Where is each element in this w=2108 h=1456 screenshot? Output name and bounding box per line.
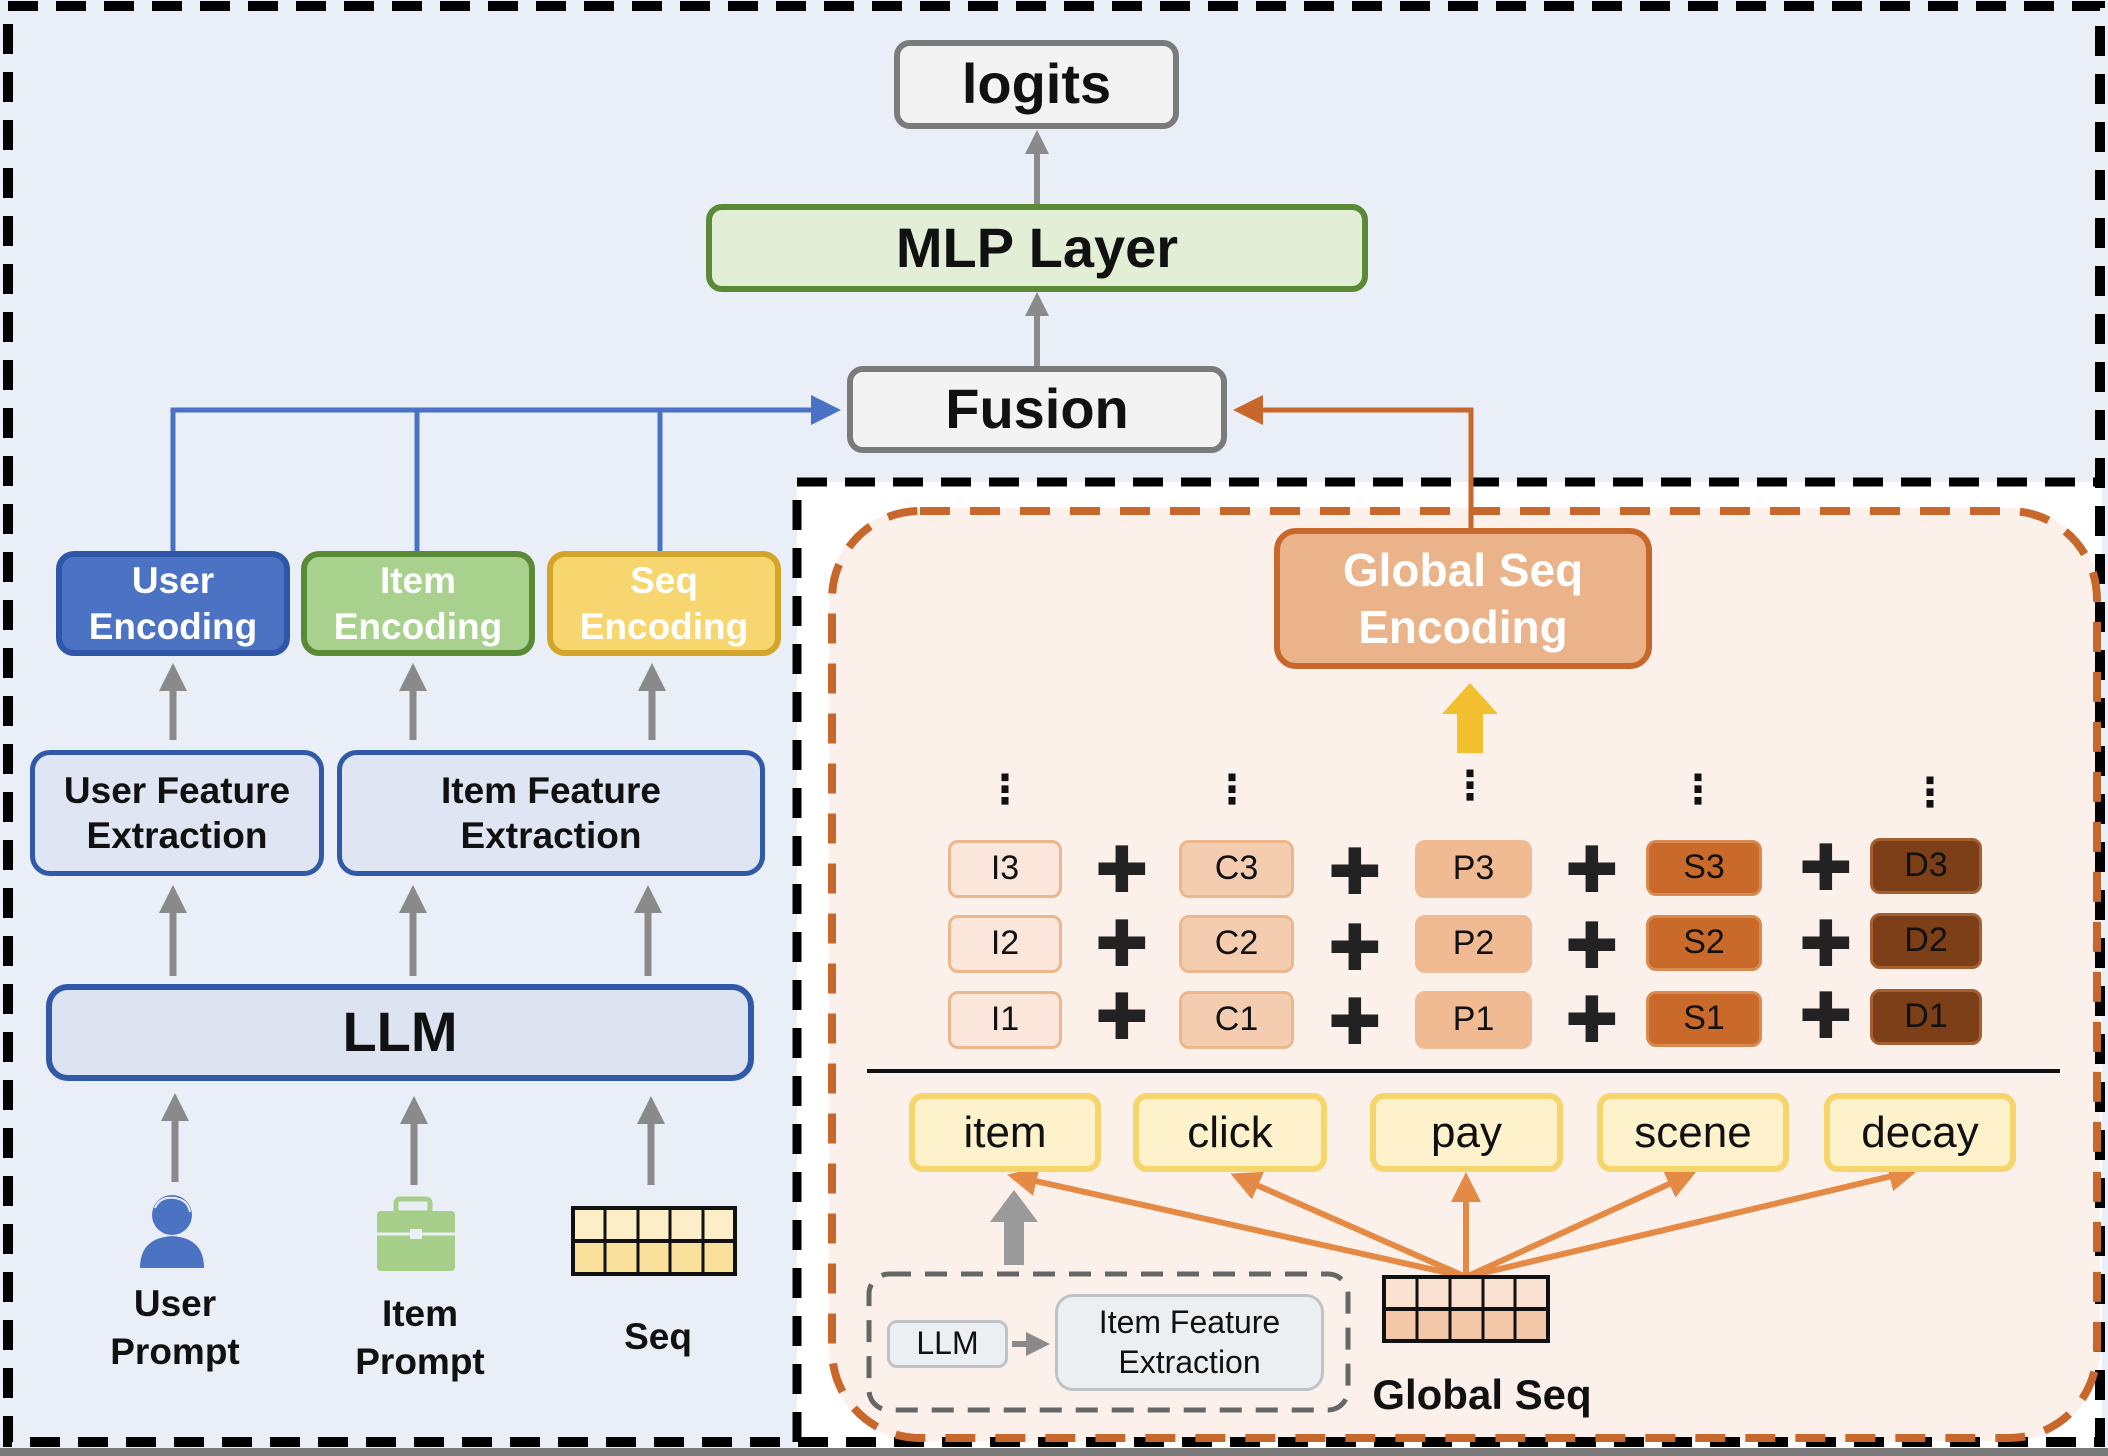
gray-up-arrow [990,1190,1038,1265]
fusion-label: Fusion [945,377,1129,441]
fan-arrows [1007,1161,1919,1280]
token-P1: P1 [1415,991,1532,1049]
feature-click: click [1133,1093,1327,1172]
inner-ife-line2: Extraction [1118,1343,1261,1380]
token-S3: S3 [1646,840,1762,896]
feature-decay: decay [1824,1093,2016,1172]
ellipsis-D: ⋮ [1910,771,1950,815]
seq-grid-icon [571,1206,737,1276]
feature-item: item [909,1093,1101,1172]
item-encoding-line1: Item [379,560,457,602]
fusion-box: Fusion [847,366,1227,453]
user-encoding-line1: User [131,560,215,602]
plus-r2-1: ✚ [1095,908,1149,980]
briefcase-icon [377,1196,455,1271]
plus-r3-2: ✚ [1328,836,1382,908]
item-prompt-line1: Item [381,1293,459,1334]
plus-r2-4: ✚ [1799,908,1853,980]
token-I2: I2 [948,915,1062,973]
plus-r1-4: ✚ [1799,980,1853,1052]
feature-scene: scene [1597,1093,1789,1172]
llm-box: LLM [46,984,754,1081]
ellipsis-P: ⋮ [1450,764,1490,808]
logits-box: logits [894,40,1179,129]
blue-connector [170,410,836,551]
ellipsis-C: ⋮ [1212,768,1252,812]
global-seq-grid-icon [1382,1275,1550,1343]
token-C3: C3 [1179,840,1294,898]
token-D2: D2 [1870,913,1982,969]
plus-r3-3: ✚ [1565,834,1619,906]
plus-r1-3: ✚ [1565,984,1619,1056]
feature-pay: pay [1370,1093,1563,1172]
item-fe-line1: Item Feature [440,769,661,811]
token-C1: C1 [1179,991,1294,1049]
user-fe-line1: User Feature [63,769,291,811]
orange-connector [1233,395,1474,528]
user-icon [140,1195,204,1268]
item-encoding-line2: Encoding [333,605,503,647]
item-fe-line2: Extraction [460,815,642,856]
token-D3: D3 [1870,838,1982,894]
user-prompt-line1: User [133,1283,217,1324]
ellipsis-S: ⋮ [1678,768,1718,812]
gse-line1: Global Seq [1342,544,1584,597]
user-encoding-line2: Encoding [88,605,258,647]
gse-line2: Encoding [1358,600,1568,653]
llm-label: LLM [342,1000,458,1064]
token-I3: I3 [948,840,1062,898]
global-seq-label: Global Seq [1372,1371,1592,1418]
user-fe-line2: Extraction [86,815,268,856]
right-panel-dashed-border [792,477,2100,1442]
token-C2: C2 [1179,915,1294,973]
ellipsis-I: ⋮ [985,768,1025,812]
user-prompt-label: User Prompt [75,1280,275,1376]
plus-r3-1: ✚ [1095,834,1149,906]
inner-ife-line1: Item Feature [1098,1304,1281,1341]
mlp-layer-label: MLP Layer [895,215,1179,279]
logits-label: logits [961,52,1112,116]
seq-label: Seq [558,1313,758,1361]
yellow-up-arrow [1442,683,1498,753]
plus-r1-2: ✚ [1328,986,1382,1058]
token-D1: D1 [1870,989,1982,1045]
plus-r3-4: ✚ [1799,832,1853,904]
token-S2: S2 [1646,915,1762,971]
inner-dashed-box [866,1271,1351,1413]
inner-llm-box: LLM [887,1320,1008,1368]
seq-encoding-line2: Encoding [579,605,749,647]
seq-line1: Seq [624,1316,692,1357]
token-P2: P2 [1415,915,1532,973]
user-prompt-line2: Prompt [110,1331,240,1373]
token-P3: P3 [1415,840,1532,898]
token-I1: I1 [948,991,1062,1049]
plus-r2-3: ✚ [1565,910,1619,982]
item-prompt-line2: Prompt [355,1341,485,1383]
mlp-layer-box: MLP Layer [706,204,1368,292]
plus-r2-2: ✚ [1328,912,1382,984]
token-S1: S1 [1646,991,1762,1047]
seq-encoding-line1: Seq [630,560,698,602]
item-prompt-label: Item Prompt [320,1290,520,1386]
orange-dashed-border [828,507,2101,1442]
plus-r1-1: ✚ [1095,981,1149,1053]
